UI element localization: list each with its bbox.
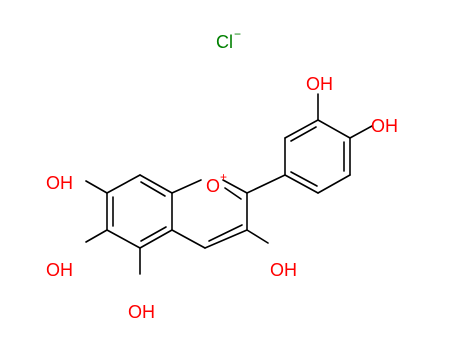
bond: [106, 174, 141, 194]
bond: [317, 119, 351, 139]
bond-lines: [85, 93, 373, 275]
hydroxyl-4prime-label: OH: [371, 116, 398, 136]
hydroxyl-5-label: OH: [128, 302, 155, 322]
double-bond: [140, 226, 167, 242]
bond: [139, 174, 173, 194]
bond: [106, 229, 141, 249]
double-bond: [290, 126, 317, 142]
bond: [246, 229, 269, 244]
bond: [284, 119, 319, 139]
hydroxyl-3-label: OH: [270, 260, 297, 280]
bond: [139, 229, 173, 249]
bond: [85, 229, 108, 243]
chloride-charge: −: [234, 27, 241, 41]
bond: [284, 174, 319, 194]
bond: [246, 174, 286, 194]
double-bond: [224, 187, 242, 200]
bond: [317, 174, 351, 194]
hydroxyl-3prime-label: OH: [306, 74, 333, 94]
double-bond: [140, 181, 166, 197]
hydroxyl-6-label: OH: [46, 260, 73, 280]
bond: [171, 179, 202, 194]
bond: [171, 229, 206, 249]
chloride-label: Cl: [216, 32, 233, 52]
double-bond: [208, 224, 243, 242]
bond: [349, 125, 373, 139]
double-bond: [290, 171, 318, 187]
bond: [222, 179, 248, 194]
hydroxyl-7-label: OH: [46, 173, 73, 193]
bond: [204, 229, 248, 249]
bond: [85, 180, 108, 194]
ring-oxygen-charge: +: [220, 170, 227, 184]
ring-oxygen-label: O: [206, 176, 220, 196]
